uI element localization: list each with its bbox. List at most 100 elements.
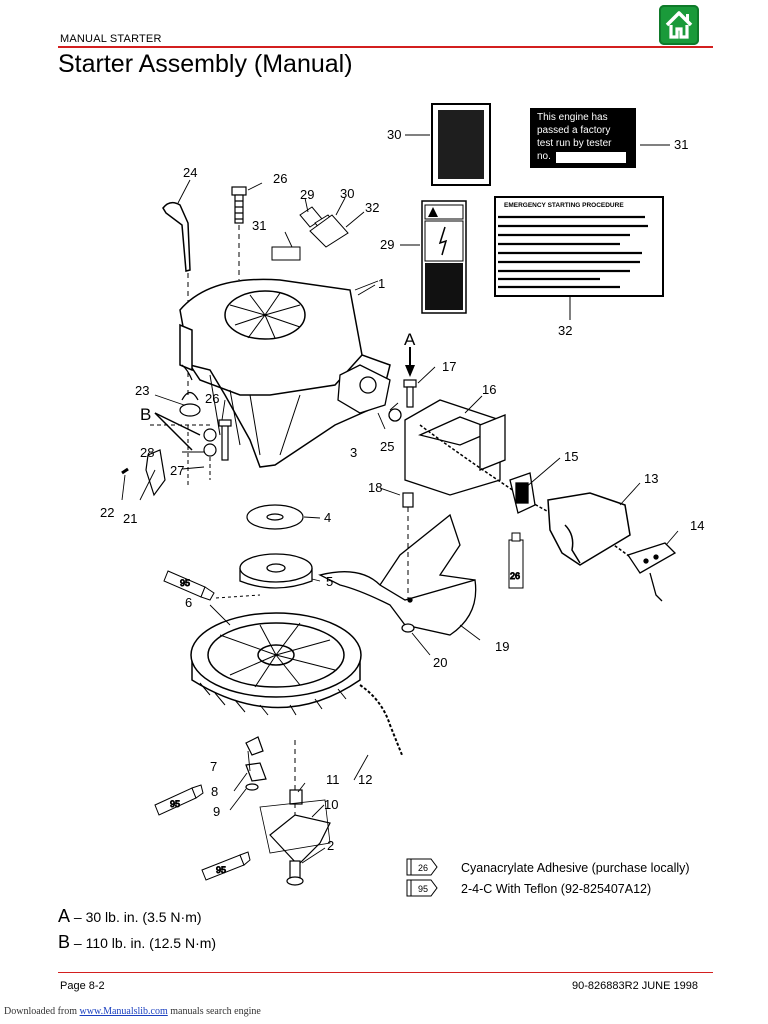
callout-28: 28	[140, 445, 154, 460]
bottom-rule	[58, 972, 713, 973]
seal-15	[509, 472, 536, 514]
callout-30b: 30	[340, 186, 354, 201]
callout-30a: 30	[387, 127, 401, 142]
bolt-26-top	[231, 186, 247, 224]
callout-31b: 31	[252, 218, 266, 233]
callout-13: 13	[644, 471, 658, 486]
handle-bracket-16	[404, 399, 506, 496]
legend-item-26: 26 Cyanacrylate Adhesive (purchase local…	[406, 858, 690, 876]
callout-7: 7	[210, 759, 217, 774]
rope-pulley-6	[190, 612, 362, 716]
exploded-view-diagram: This engine has passed a factory test ru…	[100, 103, 704, 897]
friction-plate-4	[246, 504, 304, 530]
svg-text:26: 26	[418, 863, 428, 873]
svg-text:95: 95	[170, 799, 180, 809]
small-decals	[271, 206, 349, 261]
lubricant-tube-95-bottom: 95	[201, 851, 251, 881]
lubricant-tube-95-top: 95	[163, 570, 215, 601]
torque-spec-A: A – 30 lb. in. (3.5 N·m)	[58, 906, 202, 926]
callout-29a: 29	[300, 187, 314, 202]
callout-26a: 26	[273, 171, 287, 186]
svg-text:95: 95	[180, 578, 190, 588]
callout-21: 21	[123, 511, 137, 526]
svg-text:26: 26	[510, 571, 520, 581]
handle-13	[547, 492, 631, 566]
pawl-7-8-9	[245, 736, 267, 791]
callout-32a: 32	[365, 200, 379, 215]
legend-text-26: Cyanacrylate Adhesive (purchase locally)	[461, 861, 690, 875]
callout-31a: 31	[674, 137, 688, 152]
download-suffix: manuals search engine	[167, 1006, 261, 1017]
svg-text:This engine has: This engine has	[537, 112, 608, 123]
section-label: MANUAL STARTER	[60, 33, 162, 45]
callout-10: 10	[324, 797, 338, 812]
document-id: 90-826883R2 JUNE 1998	[572, 980, 698, 992]
decal-32-large: EMERGENCY STARTING PROCEDURE	[494, 196, 664, 297]
svg-text:test run by tester: test run by tester	[537, 138, 612, 149]
torque-letter-B: B	[58, 932, 71, 952]
torque-value-A: 30 lb. in. (3.5 N·m)	[85, 909, 202, 925]
pawl-parts	[121, 364, 232, 497]
callout-2: 2	[327, 838, 334, 853]
page-number: Page 8-2	[60, 980, 105, 992]
lever-24	[162, 201, 191, 272]
download-note: Downloaded from www.Manualslib.com manua…	[4, 1006, 261, 1017]
home-button[interactable]	[659, 5, 699, 45]
callout-27: 27	[170, 463, 184, 478]
legend-text-95: 2-4-C With Teflon (92-825407A12)	[461, 882, 651, 896]
svg-text:no.: no.	[537, 151, 551, 162]
callout-17: 17	[442, 359, 456, 374]
nut-20	[401, 623, 415, 633]
decal-31-large: This engine has passed a factory test ru…	[530, 108, 636, 168]
page-title: Starter Assembly (Manual)	[58, 50, 353, 78]
lubricant-tube-95-mid: 95	[154, 784, 204, 816]
torque-value-B: 110 lb. in. (12.5 N·m)	[85, 935, 217, 951]
lanyard-switch-14	[626, 542, 677, 602]
callout-3: 3	[350, 445, 357, 460]
top-rule	[58, 46, 713, 48]
callout-18: 18	[368, 480, 382, 495]
bolt-2	[286, 860, 304, 886]
callout-A-diagram: A	[404, 330, 416, 349]
callout-15: 15	[564, 449, 578, 464]
decal-29-large	[421, 200, 467, 314]
legend-item-95: 95 2-4-C With Teflon (92-825407A12)	[406, 879, 651, 897]
download-prefix: Downloaded from	[4, 1006, 80, 1017]
callout-14: 14	[690, 518, 704, 533]
screw-17	[403, 379, 417, 408]
callout-23: 23	[135, 383, 149, 398]
locknut-18	[402, 492, 414, 508]
callout-25: 25	[380, 439, 394, 454]
starter-housing-1	[179, 278, 391, 468]
torque-spec-B: B – 110 lb. in. (12.5 N·m)	[58, 932, 217, 952]
svg-text:95: 95	[216, 865, 226, 875]
callout-8: 8	[211, 784, 218, 799]
callout-24: 24	[183, 165, 197, 180]
callout-16: 16	[482, 382, 496, 397]
callout-4: 4	[324, 510, 331, 525]
svg-text:EMERGENCY STARTING PROCEDURE: EMERGENCY STARTING PROCEDURE	[504, 202, 624, 209]
home-icon	[665, 11, 693, 39]
callout-22: 22	[100, 505, 114, 520]
rope-guide-bracket	[337, 364, 402, 422]
callout-19: 19	[495, 639, 509, 654]
callout-20: 20	[433, 655, 447, 670]
decal-30-large	[431, 103, 491, 186]
callout-32b: 32	[558, 323, 572, 338]
callout-5: 5	[326, 574, 333, 589]
retainer-plate-10	[259, 799, 331, 866]
manualslib-link[interactable]: www.Manualslib.com	[79, 1006, 168, 1017]
mounting-plate-19	[318, 513, 477, 636]
adhesive-tube-26: 26	[508, 532, 524, 589]
svg-text:passed a factory: passed a factory	[537, 125, 610, 136]
callout-26b: 26	[205, 391, 219, 406]
torque-letter-A: A	[58, 906, 71, 926]
callout-11: 11	[326, 772, 340, 787]
spring-housing-5	[239, 553, 313, 589]
svg-text:95: 95	[418, 884, 428, 894]
callout-9: 9	[213, 804, 220, 819]
callout-B-diagram: B	[140, 405, 151, 424]
callout-29b: 29	[380, 237, 394, 252]
callout-1: 1	[378, 276, 385, 291]
callout-6: 6	[185, 595, 192, 610]
